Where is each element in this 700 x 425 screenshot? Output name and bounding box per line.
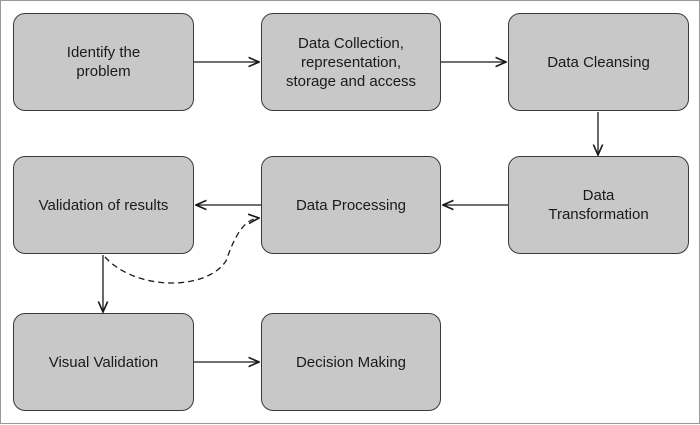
- node-label: Decision Making: [295, 353, 407, 371]
- node-label: Validation of results: [38, 196, 169, 214]
- node-label: Data Cleansing: [547, 53, 650, 71]
- node-decision-making: Decision Making: [261, 313, 441, 411]
- node-validation-of-results: Validation of results: [13, 156, 194, 254]
- node-data-processing: Data Processing: [261, 156, 441, 254]
- node-data-transformation: Data Transformation: [508, 156, 689, 254]
- node-label: Data Processing: [295, 196, 407, 214]
- node-label: Data Transformation: [548, 187, 649, 223]
- node-identify-the-problem: Identify the problem: [13, 13, 194, 111]
- node-visual-validation: Visual Validation: [13, 313, 194, 411]
- node-label: Visual Validation: [48, 353, 159, 371]
- node-label: Data Collection, representation, storage…: [285, 34, 417, 90]
- node-data-cleansing: Data Cleansing: [508, 13, 689, 111]
- node-data-collection: Data Collection, representation, storage…: [261, 13, 441, 111]
- node-label: Identify the problem: [66, 44, 141, 80]
